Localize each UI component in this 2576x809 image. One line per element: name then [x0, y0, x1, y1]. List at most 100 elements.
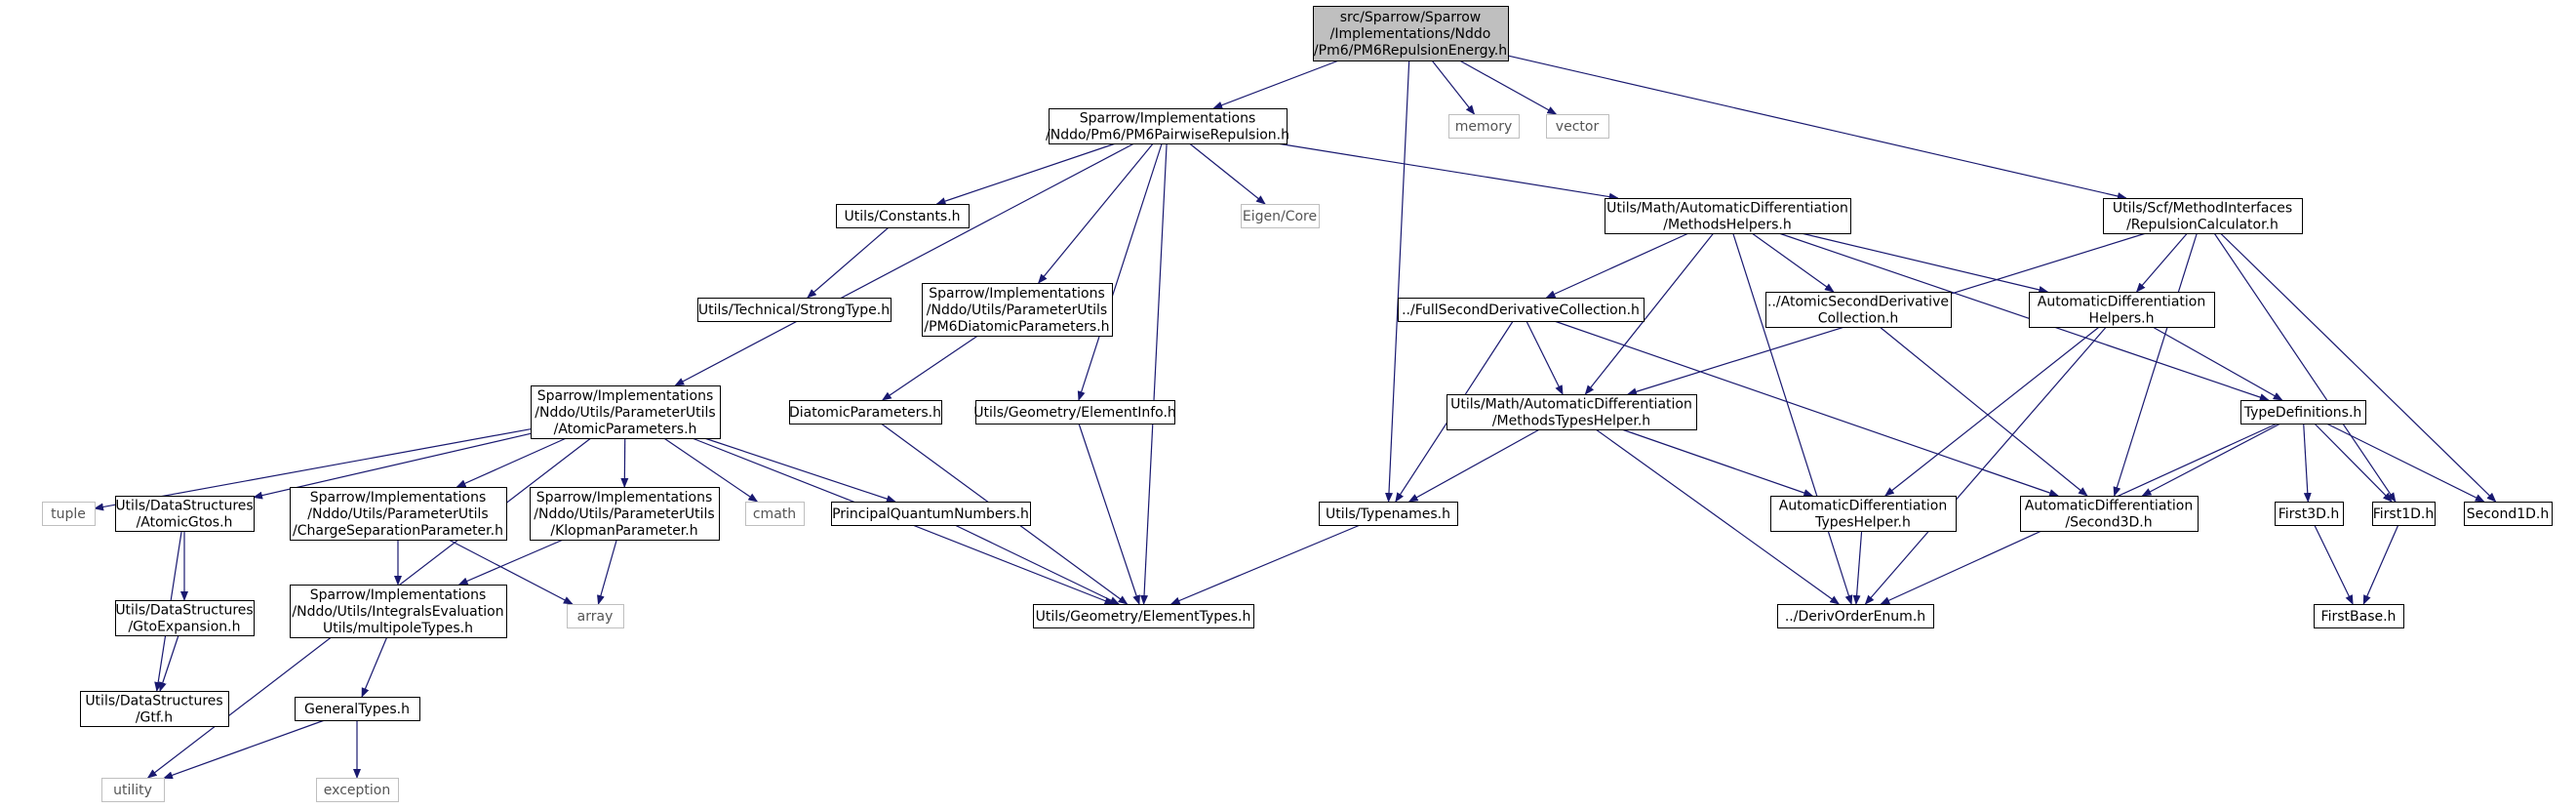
- node-repcalc[interactable]: Utils/Scf/MethodInterfaces/RepulsionCalc…: [2103, 198, 2303, 234]
- node-label-line: /MethodsTypesHelper.h: [1492, 414, 1650, 429]
- node-atomicparams[interactable]: Sparrow/Implementations/Nddo/Utils/Param…: [531, 385, 721, 439]
- node-tuple: tuple: [42, 502, 96, 526]
- node-label-line: FirstBase.h: [2321, 609, 2397, 625]
- node-label-line: /Implementations/Nddo: [1330, 26, 1491, 42]
- node-label-line: /Nddo/Utils/ParameterUtils: [307, 506, 488, 522]
- node-label-line: AutomaticDifferentiation: [2025, 499, 2193, 514]
- node-box: [1319, 502, 1458, 526]
- node-derivorder[interactable]: ../DerivOrderEnum.h: [1777, 604, 1934, 628]
- node-chargesep[interactable]: Sparrow/Implementations/Nddo/Utils/Param…: [290, 487, 507, 541]
- node-label-line: /Second3D.h: [2065, 515, 2152, 531]
- node-gtoexp[interactable]: Utils/DataStructures/GtoExpansion.h: [115, 600, 255, 636]
- edge-typedefs-to-first1d: [2314, 423, 2393, 503]
- node-first3d[interactable]: First3D.h: [2275, 502, 2344, 526]
- node-typenames[interactable]: Utils/Typenames.h: [1319, 502, 1458, 526]
- node-root[interactable]: src/Sparrow/Sparrow/Implementations/Nddo…: [1313, 6, 1509, 61]
- edge-methodshelpers-to-adhelpers: [1801, 232, 2049, 294]
- node-box: [531, 385, 721, 439]
- node-pm6diat[interactable]: Sparrow/Implementations/Nddo/Utils/Param…: [922, 283, 1113, 337]
- node-multipole[interactable]: Sparrow/Implementations/Nddo/Utils/Integ…: [290, 585, 507, 638]
- node-label-line: tuple: [51, 506, 86, 522]
- edge-klopman-to-array: [597, 539, 617, 605]
- node-label-line: PrincipalQuantumNumbers.h: [832, 506, 1029, 522]
- edge-methodstypes-to-derivorder: [1595, 428, 1841, 605]
- edge-typenames-to-elementtypes: [1169, 524, 1361, 605]
- edge-pm6pair-to-eigen: [1189, 142, 1266, 205]
- edge-repcalc-to-second3d: [2113, 232, 2198, 497]
- node-elementinfo[interactable]: Utils/Geometry/ElementInfo.h: [973, 400, 1176, 425]
- node-box: [2029, 292, 2215, 328]
- node-firstbase[interactable]: FirstBase.h: [2314, 604, 2404, 628]
- node-typedefs[interactable]: TypeDefinitions.h: [2240, 400, 2366, 425]
- node-box: [1605, 198, 1851, 234]
- node-box: [2314, 604, 2404, 628]
- edge-pm6pair-to-elementtypes: [1140, 142, 1168, 605]
- edge-typedefs-to-first3d: [2303, 423, 2312, 503]
- edge-pm6pair-to-atomicparams: [674, 142, 1135, 386]
- node-methodshelpers[interactable]: Utils/Math/AutomaticDifferentiation/Meth…: [1605, 198, 1851, 234]
- node-label-line: AutomaticDifferentiation: [1779, 499, 1947, 514]
- edge-generaltypes-to-utility: [163, 719, 325, 780]
- node-label-line: Utils/Geometry/ElementTypes.h: [1036, 609, 1251, 625]
- node-second1d[interactable]: Second1D.h: [2464, 502, 2553, 526]
- edge-adtypeshelper-to-derivorder: [1852, 530, 1863, 605]
- node-box: [831, 502, 1031, 526]
- node-constants[interactable]: Utils/Constants.h: [836, 204, 970, 228]
- node-first1d[interactable]: First1D.h: [2372, 502, 2436, 526]
- node-atomicgtos[interactable]: Utils/DataStructures/AtomicGtos.h: [115, 496, 255, 532]
- node-pqn[interactable]: PrincipalQuantumNumbers.h: [831, 502, 1031, 526]
- node-box: [567, 604, 624, 628]
- node-label-line: ../DerivOrderEnum.h: [1785, 609, 1925, 625]
- node-vector: vector: [1546, 114, 1609, 139]
- node-box: [101, 778, 165, 802]
- edge-root-to-typenames: [1384, 60, 1410, 503]
- node-box: [316, 778, 399, 802]
- node-gtf[interactable]: Utils/DataStructures/Gtf.h: [80, 691, 229, 727]
- node-label-line: Sparrow/Implementations: [310, 587, 487, 603]
- node-box: [1448, 114, 1520, 139]
- edge-methodshelpers-to-derivorder: [1732, 232, 1853, 605]
- edge-repcalc-to-second1d: [2220, 232, 2497, 503]
- node-label-line: /RepulsionCalculator.h: [2126, 218, 2279, 233]
- node-label-line: Sparrow/Implementations: [536, 490, 713, 506]
- node-fullsecond[interactable]: ../FullSecondDerivativeCollection.h: [1398, 298, 1645, 322]
- edge-constants-to-strongtype: [807, 226, 890, 299]
- node-diatomic[interactable]: DiatomicParameters.h: [789, 400, 942, 425]
- edge-adhelpers-to-typedefs: [2152, 326, 2283, 401]
- node-label-line: /PM6DiatomicParameters.h: [924, 319, 1109, 335]
- node-box: [1398, 298, 1645, 322]
- node-second3d[interactable]: AutomaticDifferentiation/Second3D.h: [2020, 496, 2199, 532]
- node-label-line: Collection.h: [1818, 311, 1899, 327]
- node-box: [290, 585, 507, 638]
- node-box: [1033, 604, 1254, 628]
- node-label-line: /Pm6/PM6RepulsionEnergy.h: [1314, 43, 1507, 59]
- node-label-line: /GtoExpansion.h: [128, 620, 240, 635]
- node-eigen: Eigen/Core: [1241, 204, 1320, 228]
- edge-root-to-memory: [1431, 60, 1476, 115]
- node-label-line: Helpers.h: [2089, 311, 2155, 327]
- edge-methodstypes-to-typenames: [1407, 428, 1540, 503]
- node-box: [1770, 496, 1957, 532]
- node-methodstypes[interactable]: Utils/Math/AutomaticDifferentiation/Meth…: [1447, 394, 1697, 430]
- node-strongtype[interactable]: Utils/Technical/StrongType.h: [697, 298, 892, 322]
- node-box: [530, 487, 720, 541]
- node-elementtypes[interactable]: Utils/Geometry/ElementTypes.h: [1033, 604, 1254, 628]
- node-klopman[interactable]: Sparrow/Implementations/Nddo/Utils/Param…: [530, 487, 720, 541]
- node-box: [295, 697, 420, 721]
- node-box: [2275, 502, 2344, 526]
- node-label-line: TypeDefinitions.h: [2243, 405, 2362, 421]
- node-label-line: Sparrow/Implementations: [1080, 111, 1256, 127]
- node-generaltypes[interactable]: GeneralTypes.h: [295, 697, 420, 721]
- node-label-line: /AtomicGtos.h: [137, 515, 233, 531]
- node-label-line: DiatomicParameters.h: [789, 405, 941, 421]
- node-label-line: /KlopmanParameter.h: [550, 523, 697, 539]
- node-label-line: Utils/Constants.h: [844, 209, 960, 224]
- edge-gtoexp-to-gtf: [159, 634, 179, 692]
- node-label-line: Utils/Technical/StrongType.h: [698, 303, 890, 318]
- node-pm6pair[interactable]: Sparrow/Implementations/Nddo/Pm6/PM6Pair…: [1046, 108, 1289, 144]
- node-label-line: /Nddo/Utils/ParameterUtils: [534, 506, 714, 522]
- edge-pqn-to-elementtypes: [954, 524, 1120, 605]
